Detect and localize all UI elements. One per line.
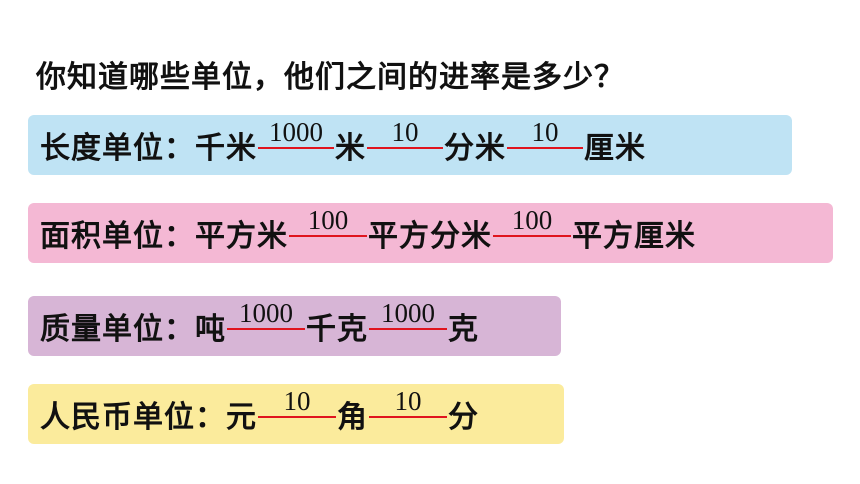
unit-name: 平方米: [195, 219, 288, 254]
conversion-rate: 100: [493, 203, 571, 263]
row-label: 长度单位：: [40, 131, 195, 166]
row-label: 质量单位：: [40, 312, 195, 347]
rate-line: [369, 416, 447, 418]
question-text: 你知道哪些单位，他们之间的进率是多少？: [36, 60, 625, 95]
conversion-rate: 10: [507, 115, 583, 175]
rate-line: [367, 147, 443, 149]
conversion-rate: 1000: [258, 115, 334, 175]
rate-value: 10: [391, 117, 419, 147]
row-label: 人民币单位：: [40, 400, 226, 435]
rate-line: [258, 147, 334, 149]
rate-line: [369, 328, 447, 330]
currency-units-row: 人民币单位： 元 10 角 10 分: [28, 384, 564, 444]
rate-value: 1000: [381, 298, 435, 328]
conversion-rate: 1000: [227, 296, 305, 356]
rate-line: [493, 235, 571, 237]
unit-name: 分: [448, 400, 479, 435]
rate-value: 10: [394, 386, 422, 416]
rate-line: [289, 235, 367, 237]
unit-name: 千克: [306, 312, 368, 347]
rate-value: 1000: [239, 298, 293, 328]
mass-units-row: 质量单位： 吨 1000 千克 1000 克: [28, 296, 561, 356]
rate-line: [258, 416, 336, 418]
unit-name: 吨: [195, 312, 226, 347]
rate-line: [227, 328, 305, 330]
rate-value: 100: [307, 205, 349, 235]
unit-name: 元: [226, 400, 257, 435]
conversion-rate: 100: [289, 203, 367, 263]
unit-name: 角: [337, 400, 368, 435]
conversion-rate: 1000: [369, 296, 447, 356]
unit-name: 厘米: [584, 131, 646, 166]
rate-line: [507, 147, 583, 149]
unit-name: 平方厘米: [572, 219, 696, 254]
length-units-row: 长度单位： 千米 1000 米 10 分米 10 厘米: [28, 115, 792, 175]
area-units-row: 面积单位： 平方米 100 平方分米 100 平方厘米: [28, 203, 833, 263]
unit-name: 米: [335, 131, 366, 166]
unit-name: 千米: [195, 131, 257, 166]
unit-name: 分米: [444, 131, 506, 166]
conversion-rate: 10: [369, 384, 447, 444]
rate-value: 1000: [269, 117, 323, 147]
unit-name: 克: [448, 312, 479, 347]
rate-value: 100: [511, 205, 553, 235]
rate-value: 10: [531, 117, 559, 147]
conversion-rate: 10: [367, 115, 443, 175]
conversion-rate: 10: [258, 384, 336, 444]
row-label: 面积单位：: [40, 219, 195, 254]
rate-value: 10: [283, 386, 311, 416]
unit-name: 平方分米: [368, 219, 492, 254]
